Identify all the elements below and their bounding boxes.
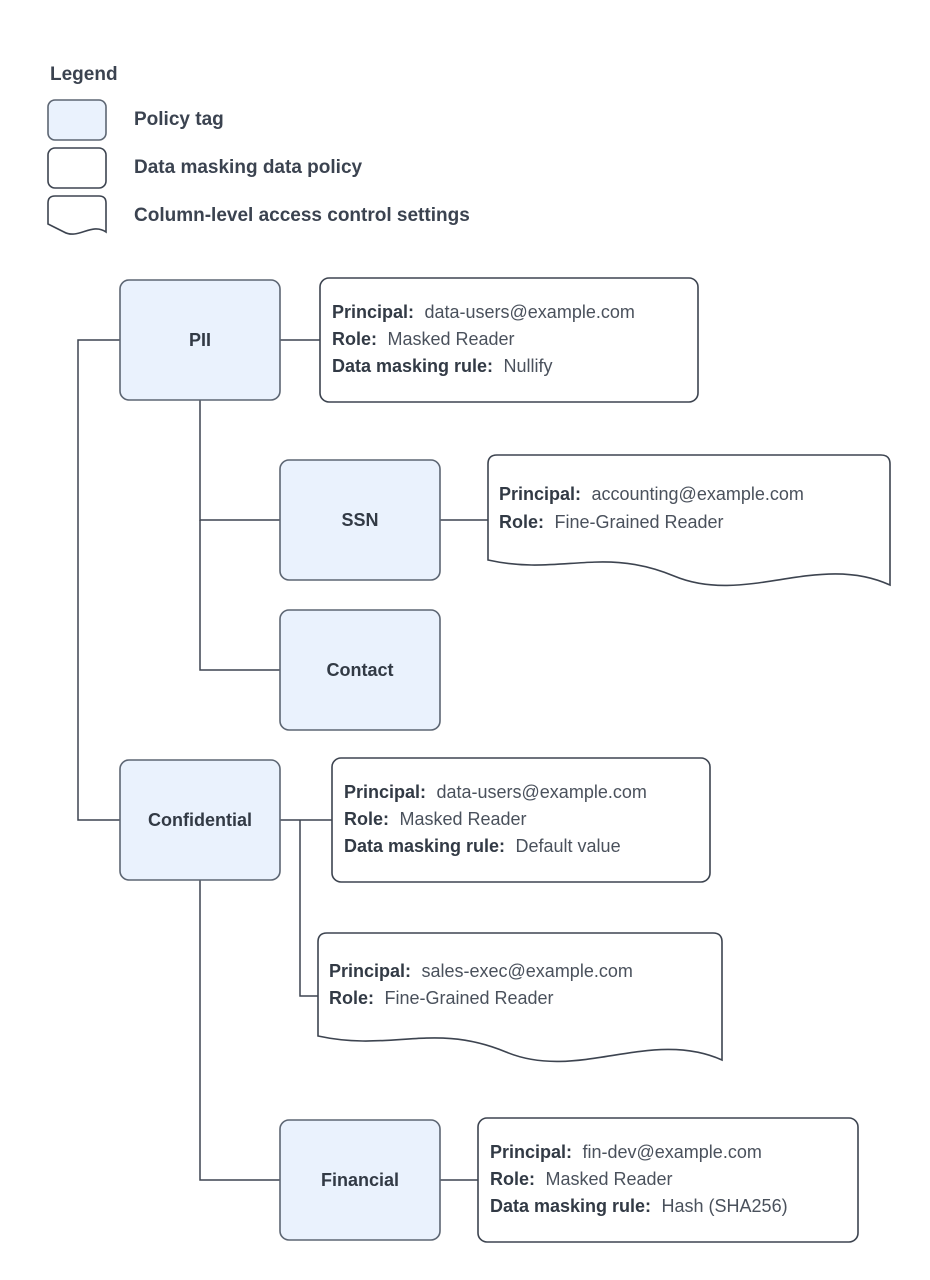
legend-label-column-level-access: Column-level access control settings [134, 205, 470, 226]
pii-principal-row: Principal: data-users@example.com [332, 302, 635, 322]
node-confidential-shape[interactable] [119, 759, 281, 881]
node-financial-label: Financial [321, 1170, 399, 1190]
legend-title: Legend [50, 64, 118, 85]
confidential-principal-value: data-users@example.com [436, 782, 646, 802]
pii-role-value: Masked Reader [387, 329, 514, 349]
policy-box-financial-masking-shape[interactable] [477, 1117, 859, 1243]
node-contact[interactable]: Contact [279, 609, 441, 731]
policy-box-confidential-masking[interactable]: Principal: data-users@example.com Role: … [331, 757, 711, 883]
confidential-masking-rule-value: Default value [516, 836, 621, 856]
financial-principal-value: fin-dev@example.com [582, 1142, 761, 1162]
confidential-access-role-value: Fine-Grained Reader [384, 988, 553, 1008]
ssn-role-key: Role: [499, 512, 544, 532]
node-ssn-label: SSN [341, 510, 378, 530]
financial-role-value: Masked Reader [545, 1169, 672, 1189]
legend: Legend Policy tag Data masking data poli… [47, 64, 470, 235]
policy-box-ssn-access-shape[interactable] [487, 454, 891, 587]
confidential-masking-rule-row: Data masking rule: Default value [344, 836, 621, 856]
node-financial-shape[interactable] [279, 1119, 441, 1241]
connector-group [77, 339, 488, 1181]
confidential-role-row: Role: Masked Reader [344, 809, 527, 829]
node-pii-label: PII [189, 330, 211, 350]
connector-confidential-to-access-settings [299, 820, 318, 997]
pii-masking-rule-key: Data masking rule: [332, 356, 493, 376]
financial-masking-rule-row: Data masking rule: Hash (SHA256) [490, 1196, 788, 1216]
pii-principal-value: data-users@example.com [424, 302, 634, 322]
pii-masking-rule-value: Nullify [504, 356, 553, 376]
confidential-access-principal-row: Principal: sales-exec@example.com [329, 961, 633, 981]
node-pii-shape[interactable] [119, 279, 281, 401]
confidential-role-key: Role: [344, 809, 389, 829]
policy-box-financial-masking[interactable]: Principal: fin-dev@example.com Role: Mas… [477, 1117, 859, 1243]
legend-label-data-masking-policy: Data masking data policy [134, 157, 363, 178]
node-ssn-shape[interactable] [279, 459, 441, 581]
pii-masking-rule-row: Data masking rule: Nullify [332, 356, 553, 376]
financial-masking-rule-key: Data masking rule: [490, 1196, 651, 1216]
policy-box-ssn-access[interactable]: Principal: accounting@example.com Role: … [487, 454, 891, 587]
node-contact-label: Contact [327, 660, 394, 680]
ssn-role-value: Fine-Grained Reader [554, 512, 723, 532]
legend-label-policy-tag: Policy tag [134, 109, 224, 130]
policy-box-pii-masking[interactable]: Principal: data-users@example.com Role: … [319, 277, 699, 403]
pii-role-key: Role: [332, 329, 377, 349]
node-pii[interactable]: PII [119, 279, 281, 401]
financial-role-row: Role: Masked Reader [490, 1169, 673, 1189]
pii-role-row: Role: Masked Reader [332, 329, 515, 349]
legend-swatch-policy-tag [47, 99, 107, 141]
legend-swatch-column-level-access [47, 195, 107, 235]
confidential-access-principal-value: sales-exec@example.com [421, 961, 632, 981]
connector-confidential-to-financial [199, 880, 280, 1181]
node-contact-shape[interactable] [279, 609, 441, 731]
confidential-principal-key: Principal: [344, 782, 426, 802]
confidential-role-value: Masked Reader [399, 809, 526, 829]
policy-box-pii-masking-shape[interactable] [319, 277, 699, 403]
node-confidential[interactable]: Confidential [119, 759, 281, 881]
financial-masking-rule-value: Hash (SHA256) [662, 1196, 788, 1216]
legend-swatch-data-masking-policy [47, 147, 107, 189]
financial-role-key: Role: [490, 1169, 535, 1189]
confidential-access-role-row: Role: Fine-Grained Reader [329, 988, 554, 1008]
ssn-principal-value: accounting@example.com [591, 484, 803, 504]
connector-pii-to-contact [199, 520, 280, 671]
financial-principal-row: Principal: fin-dev@example.com [490, 1142, 762, 1162]
ssn-principal-key: Principal: [499, 484, 581, 504]
ssn-principal-row: Principal: accounting@example.com [499, 484, 804, 504]
confidential-principal-row: Principal: data-users@example.com [344, 782, 647, 802]
confidential-masking-rule-key: Data masking rule: [344, 836, 505, 856]
confidential-access-principal-key: Principal: [329, 961, 411, 981]
connector-pii-to-ssn [199, 400, 280, 521]
node-ssn[interactable]: SSN [279, 459, 441, 581]
policy-box-confidential-access[interactable]: Principal: sales-exec@example.com Role: … [317, 932, 723, 1063]
node-financial[interactable]: Financial [279, 1119, 441, 1241]
confidential-access-role-key: Role: [329, 988, 374, 1008]
policy-box-confidential-masking-shape[interactable] [331, 757, 711, 883]
policy-box-confidential-access-shape[interactable] [317, 932, 723, 1063]
pii-principal-key: Principal: [332, 302, 414, 322]
connector-trunk-pii-confidential [77, 339, 120, 821]
node-confidential-label: Confidential [148, 810, 252, 830]
ssn-role-row: Role: Fine-Grained Reader [499, 512, 724, 532]
financial-principal-key: Principal: [490, 1142, 572, 1162]
